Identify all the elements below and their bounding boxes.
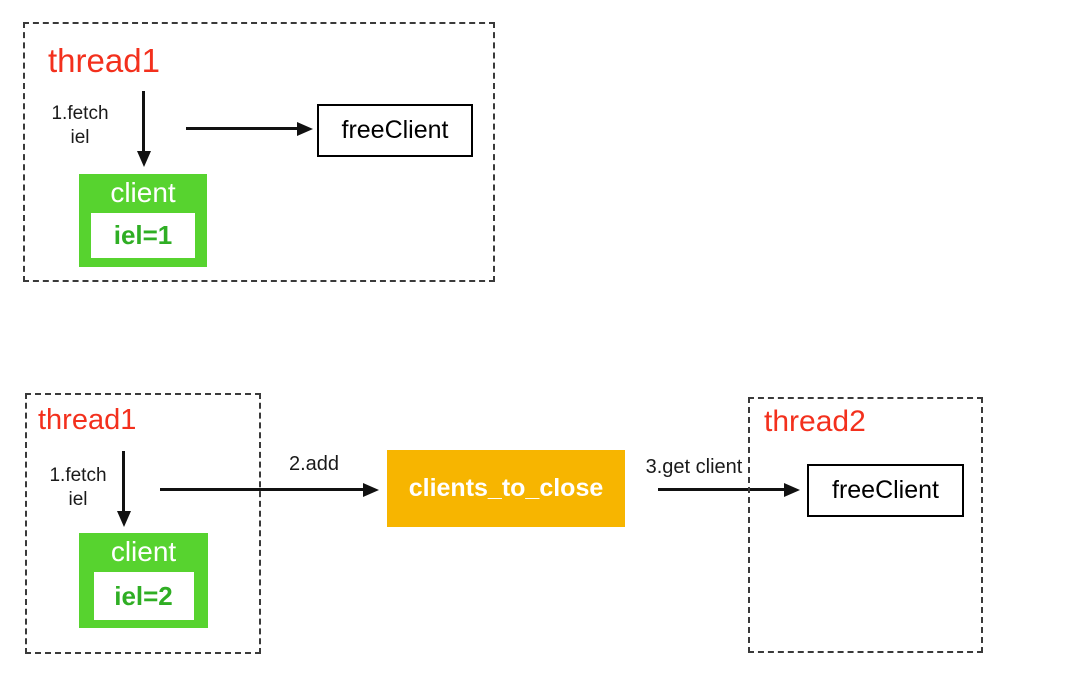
client-box-bottom: client iel=2 <box>79 533 208 628</box>
free-client-label-bottom: freeClient <box>832 476 939 504</box>
right-arrow-top <box>186 127 298 130</box>
get-client-arrow-text: 3.get client <box>645 456 743 478</box>
add-arrow-label: 2.add <box>283 452 345 477</box>
client-value-box-bottom: iel=2 <box>93 572 194 620</box>
down-arrow-bottom <box>122 451 125 512</box>
client-title-bottom: client <box>110 536 177 567</box>
free-client-box-top: freeClient <box>317 104 473 157</box>
free-client-box-bottom: freeClient <box>807 464 964 517</box>
free-client-label-top: freeClient <box>341 116 449 144</box>
fetch-iel-line2-bottom: iel <box>68 488 88 510</box>
fetch-iel-line1-bottom: 1.fetch <box>49 465 107 486</box>
thread1-container-top <box>23 22 495 282</box>
clients-to-close-label: clients_to_close <box>408 474 604 502</box>
thread2-container <box>748 397 983 653</box>
fetch-iel-label-bottom: 1.fetch iel <box>42 464 114 512</box>
client-value-bottom: iel=2 <box>114 580 173 611</box>
fetch-iel-line2: iel <box>70 126 90 148</box>
clients-to-close-box: clients_to_close <box>387 450 625 527</box>
down-arrow-top <box>142 91 145 152</box>
client-box-top: client iel=1 <box>79 174 207 267</box>
thread1-container-bottom <box>25 393 261 654</box>
client-title-top: client <box>110 177 176 208</box>
fetch-iel-line1: 1.fetch <box>51 103 109 124</box>
add-arrow-text: 2.add <box>288 453 340 475</box>
get-client-arrow-label: 3.get client <box>638 455 750 480</box>
client-value-box-top: iel=1 <box>91 213 195 258</box>
thread1-title-bottom: thread1 <box>38 404 137 436</box>
thread2-title: thread2 <box>764 405 866 438</box>
add-arrow <box>160 488 364 491</box>
fetch-iel-label-top: 1.fetch iel <box>44 102 116 150</box>
get-client-arrow <box>658 488 785 491</box>
thread1-title-top: thread1 <box>48 42 160 79</box>
client-value-top: iel=1 <box>113 220 173 250</box>
